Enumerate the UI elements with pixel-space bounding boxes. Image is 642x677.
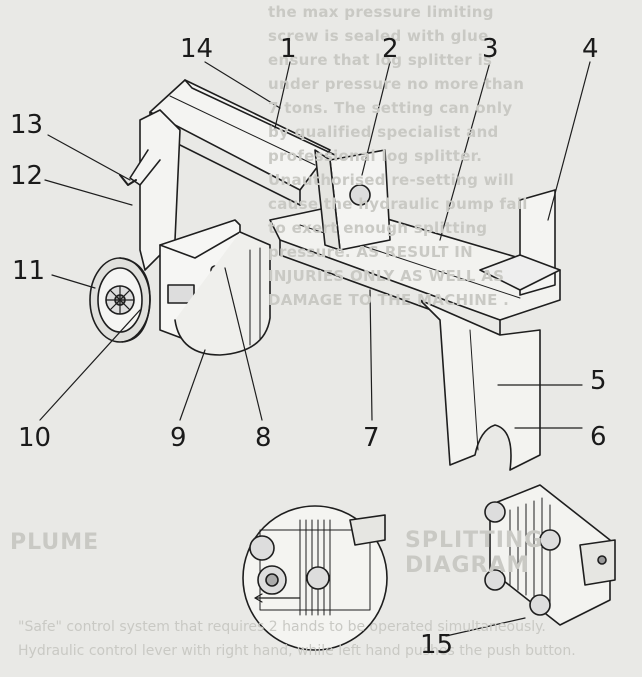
leader-14 <box>204 61 281 109</box>
electric-motor <box>174 231 271 356</box>
bleed-through-line: ensure that log splitter is <box>268 51 493 69</box>
bleed-through-line: Unauthorised re-setting will <box>268 171 515 189</box>
bleed-through-heading: SPLITTING DIAGRAM <box>405 528 544 578</box>
leader-3 <box>439 61 491 241</box>
bleed-through-line: DAMAGE TO THE MACHINE . <box>268 291 510 309</box>
bleed-through-line: cause the hydraulic pump fail <box>268 195 528 213</box>
callout-1: 1 <box>280 34 297 64</box>
bleed-through-footer-line: Hydraulic control lever with right hand,… <box>18 643 576 659</box>
bleed-through-line: INJURIES ONLY AS WELL AS <box>268 267 505 285</box>
bleed-through-footer: "Safe" control system that requires 2 ha… <box>0 615 642 663</box>
leader-4 <box>547 61 591 221</box>
callout-12: 12 <box>10 161 44 191</box>
support-leg <box>419 299 541 471</box>
leader-9 <box>179 349 206 421</box>
callout-14: 14 <box>180 34 214 64</box>
callout-11: 11 <box>12 256 46 286</box>
bleed-through-line: to exert enough splitting <box>268 219 488 237</box>
bleed-through-line: professional log splitter. <box>268 147 483 165</box>
leader-1 <box>274 61 291 129</box>
control-lever <box>119 174 137 186</box>
bleed-through-line: under pressure no more than <box>268 75 525 93</box>
leader-15 <box>445 617 526 637</box>
bleed-through-footer-line: "Safe" control system that requires 2 ha… <box>18 619 546 635</box>
callout-3: 3 <box>482 34 499 64</box>
switch-box <box>167 284 195 304</box>
callout-15: 15 <box>420 630 454 660</box>
callout-10: 10 <box>18 423 52 453</box>
callout-13: 13 <box>10 110 44 140</box>
bleed-through-line: by qualified specialist and <box>268 123 499 141</box>
bleed-through-line: screw is sealed with glue, <box>268 27 495 45</box>
leader-13 <box>47 134 131 181</box>
callout-6: 6 <box>590 422 607 452</box>
callout-7: 7 <box>363 423 380 453</box>
leader-11 <box>51 274 96 289</box>
leader-7 <box>369 289 373 421</box>
detail-circle-view <box>242 505 388 651</box>
bleed-through-heading-left: PLUME <box>10 530 100 555</box>
leader-2 <box>361 61 391 176</box>
callout-4: 4 <box>582 34 599 64</box>
bleed-through-paragraph: the max pressure limiting screw is sealed… <box>268 0 642 430</box>
callout-8: 8 <box>255 423 272 453</box>
leader-10 <box>39 309 141 421</box>
log-splitter-illustration <box>89 79 561 471</box>
callout-9: 9 <box>170 423 187 453</box>
bleed-through-line: 7 tons. The setting can only <box>268 99 513 117</box>
bleed-through-line: the max pressure limiting <box>268 3 494 21</box>
detail-valve-block <box>484 484 616 626</box>
leader-12 <box>44 179 133 206</box>
leader-lines <box>39 61 591 637</box>
bleed-through-line: pressure. AS RESULT IN <box>268 243 474 261</box>
callout-2: 2 <box>382 34 399 64</box>
callout-5: 5 <box>590 366 607 396</box>
leader-8 <box>224 267 263 421</box>
